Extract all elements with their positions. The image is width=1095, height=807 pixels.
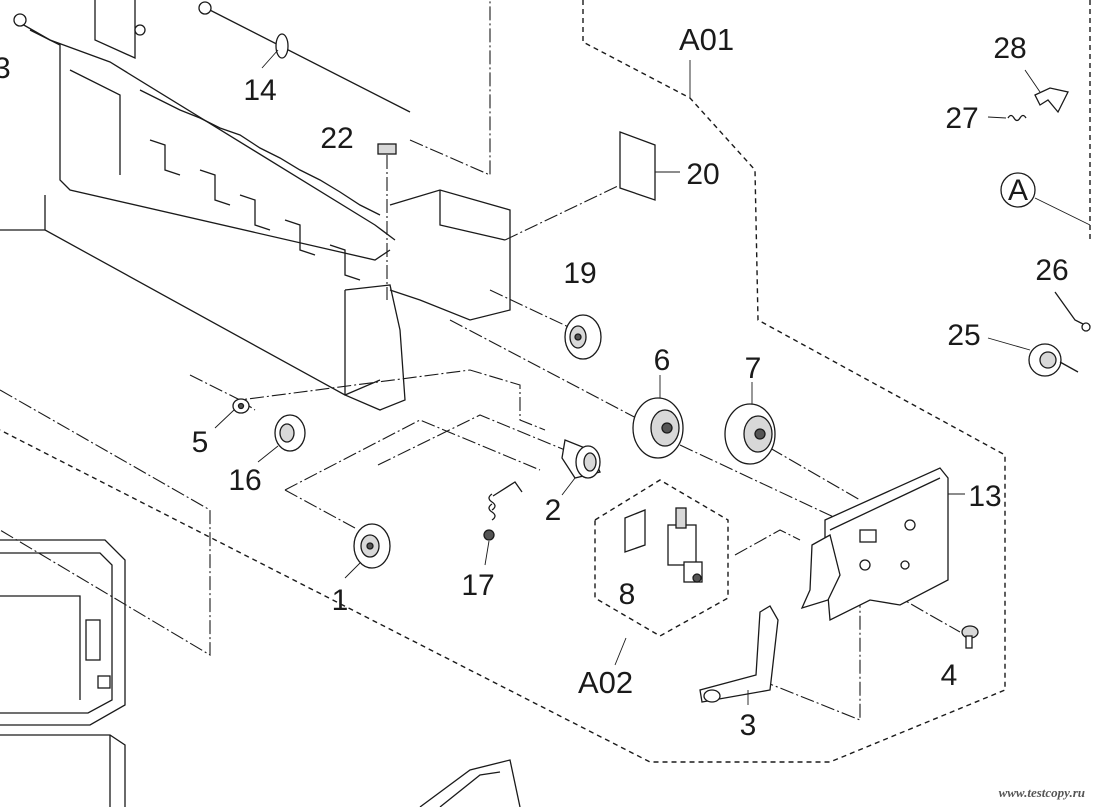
label-part-7: 7	[745, 352, 762, 385]
label-part-17: 17	[461, 569, 494, 602]
label-part-2: 2	[545, 494, 562, 527]
label-part-5: 5	[192, 426, 209, 459]
label-part-28: 28	[993, 32, 1026, 65]
label-part-8: 8	[619, 578, 636, 611]
part-14-shaft	[198, 1, 411, 113]
label-a02: A02	[578, 665, 633, 700]
part-8-solenoid	[624, 507, 703, 583]
part-1-roller	[344, 523, 391, 579]
callout-a-letter: A	[1008, 174, 1028, 207]
label-edge-left: 3	[0, 52, 11, 85]
label-part-25: 25	[947, 319, 980, 352]
label-a01: A01	[679, 22, 734, 57]
label-part-27: 27	[945, 102, 978, 135]
part-27-spring	[987, 114, 1027, 122]
lower-frame	[0, 389, 521, 807]
part-28-clip	[1024, 69, 1069, 114]
label-part-6: 6	[654, 344, 671, 377]
part-20-sheet	[504, 131, 680, 241]
part-7-gear	[724, 382, 776, 465]
label-part-4: 4	[941, 659, 958, 692]
callout-a: A	[1000, 172, 1091, 226]
part-3-lever	[699, 605, 779, 705]
label-part-13: 13	[968, 480, 1001, 513]
part-19-roller	[564, 314, 602, 360]
label-part-20: 20	[686, 158, 719, 191]
part-13-bracket	[800, 467, 965, 622]
label-part-19: 19	[563, 257, 596, 290]
part-25-roller	[987, 337, 1079, 377]
part-16-roller	[257, 414, 306, 463]
assembly-a02-boundary	[594, 479, 729, 637]
assembly-a01-boundary	[0, 0, 1006, 763]
label-part-3: 3	[740, 709, 757, 742]
leader-chain-lines	[189, 0, 961, 721]
part-5	[214, 398, 250, 429]
main-frame	[0, 0, 511, 411]
label-part-22: 22	[320, 122, 353, 155]
part-6-gear	[632, 375, 684, 459]
part-4-screw	[961, 625, 979, 649]
label-part-16: 16	[228, 464, 261, 497]
part-2-bushing	[561, 439, 601, 496]
part-26-clip	[1054, 291, 1091, 332]
label-part-1: 1	[332, 584, 349, 617]
watermark: www.testcopy.ru	[999, 785, 1085, 800]
label-part-26: 26	[1035, 254, 1068, 287]
part-17-spring	[483, 481, 523, 566]
label-part-14: 14	[243, 74, 276, 107]
part-22	[377, 143, 397, 300]
